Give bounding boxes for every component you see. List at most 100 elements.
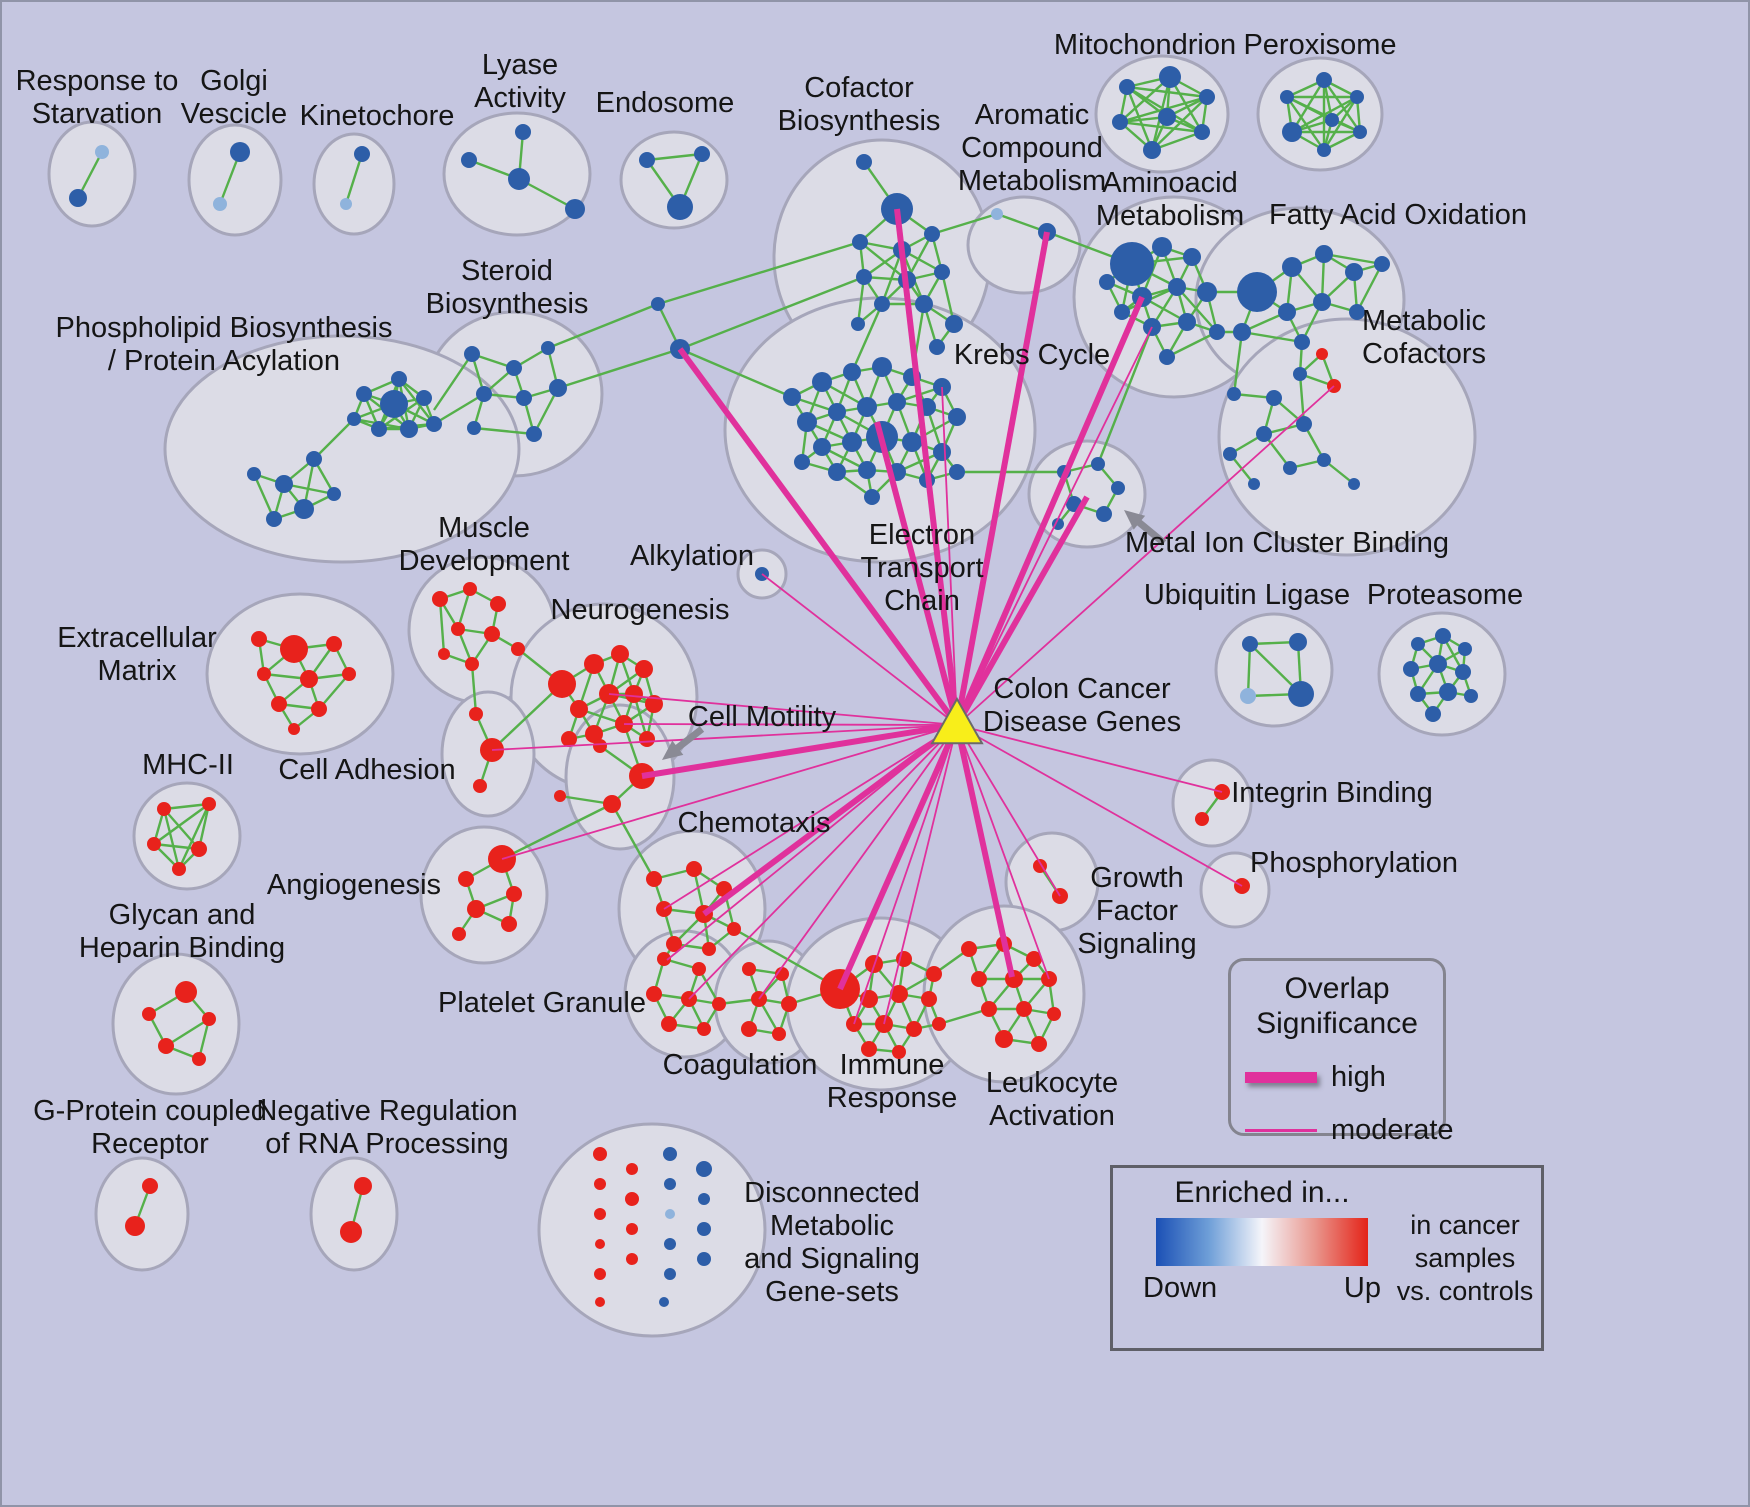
gene-set-node: [858, 461, 876, 479]
inter-cluster-edge: [433, 392, 485, 426]
gene-set-node: [1316, 72, 1332, 88]
up-label: Up: [1343, 1272, 1381, 1304]
significance-edge-high: [874, 421, 960, 726]
gene-set-node: [142, 1178, 158, 1194]
significance-edge-moderate: [608, 693, 958, 726]
significance-edge-moderate: [956, 326, 1153, 726]
cluster-label-peroxisome: Peroxisome: [1243, 29, 1396, 61]
gene-set-node: [271, 696, 287, 712]
gene-set-node: [548, 670, 576, 698]
gene-set-node: [354, 146, 370, 162]
inter-cluster-edge: [1096, 326, 1154, 465]
gene-set-node: [391, 371, 407, 387]
cluster-ellipse-response-to-starvation: [47, 120, 137, 228]
cluster-label-response-to-starvation: Starvation: [32, 98, 163, 130]
cluster-label-disconnected-metabolic-and-signaling-gene-sets: Metabolic: [770, 1210, 894, 1242]
gene-set-node: [1455, 664, 1471, 680]
gene-set-node: [1294, 334, 1310, 350]
gene-set-node: [1349, 304, 1365, 320]
gene-set-node: [511, 642, 525, 656]
gene-set-node: [594, 1268, 606, 1280]
gene-set-node: [593, 739, 607, 753]
gene-set-node: [1223, 447, 1237, 461]
significance-edge-moderate: [623, 723, 958, 726]
gene-set-node: [933, 443, 951, 461]
gene-set-node: [1316, 348, 1328, 360]
significance-edge-moderate: [501, 724, 958, 860]
cluster-edge: [1119, 120, 1203, 134]
significance-edge-moderate: [883, 724, 958, 1025]
gene-set-node: [1293, 367, 1307, 381]
cluster-edge: [1119, 76, 1171, 123]
cluster-ellipse-negative-regulation-of-rna-processing: [309, 1156, 399, 1272]
layer-inter: [433, 212, 1304, 1026]
gene-set-node: [1350, 90, 1364, 104]
cluster-edge: [163, 808, 200, 850]
gene-set-node: [666, 936, 682, 952]
gene-set-node: [902, 432, 922, 452]
gene-set-node: [463, 582, 477, 596]
gene-set-node: [1435, 628, 1451, 644]
cluster-label-platelet-granule: Platelet Granule: [438, 987, 646, 1019]
gene-set-node: [342, 667, 356, 681]
inter-cluster-edge: [931, 212, 998, 236]
significance-edge-moderate: [941, 386, 958, 726]
gene-set-node: [852, 234, 868, 250]
gene-set-node: [635, 660, 653, 678]
cluster-label-mhc-ii: MHC-II: [142, 749, 234, 781]
gene-set-node: [851, 317, 865, 331]
gene-set-node: [340, 1221, 362, 1243]
cluster-label-metal-ion-cluster-binding: Metal Ion Cluster Binding: [1125, 527, 1449, 559]
gene-set-node: [1209, 324, 1225, 340]
significance-edge-high: [894, 208, 960, 726]
gene-set-node: [266, 511, 282, 527]
gene-set-node: [1119, 79, 1135, 95]
cluster-label-neurogenesis: Neurogenesis: [551, 594, 730, 626]
gene-set-node: [1168, 278, 1186, 296]
cluster-label-aromatic-compound-metabolism: Aromatic: [975, 99, 1089, 131]
gene-set-node: [326, 636, 342, 652]
gene-set-node: [1325, 113, 1339, 127]
gene-set-node: [157, 802, 171, 816]
gene-set-node: [1256, 426, 1272, 442]
cluster-label-lyase-activity: Lyase: [482, 49, 558, 81]
cluster-edge: [162, 808, 181, 870]
cluster-label-alkylation: Alkylation: [630, 540, 754, 572]
cluster-label-electron-transport-chain: Chain: [884, 585, 960, 617]
gene-set-node: [1242, 636, 1258, 652]
cluster-label-electron-transport-chain: Electron: [869, 519, 975, 551]
significance-edge-moderate: [491, 724, 958, 751]
gene-set-node: [742, 962, 756, 976]
cluster-label-proteasome: Proteasome: [1367, 579, 1523, 611]
gene-set-node: [526, 426, 542, 442]
cluster-label-leukocyte-activation: Leukocyte: [986, 1067, 1118, 1099]
gene-set-node: [1026, 951, 1042, 967]
gene-set-node: [864, 489, 880, 505]
cluster-edge: [1355, 263, 1384, 313]
gene-set-node: [1016, 1001, 1032, 1017]
gene-set-node: [595, 1239, 605, 1249]
cluster-label-growth-factor-signaling: Signaling: [1077, 928, 1196, 960]
cluster-edge: [646, 152, 703, 162]
cluster-edge: [1290, 79, 1326, 133]
gene-set-node: [458, 871, 474, 887]
gene-set-node: [432, 591, 448, 607]
layer-over: [662, 510, 1167, 760]
gene-set-node: [595, 1297, 605, 1307]
cluster-edge: [344, 153, 364, 205]
gene-set-node: [1315, 245, 1333, 263]
gene-set-node: [561, 731, 577, 747]
gene-set-node: [1183, 248, 1201, 266]
gene-set-node: [175, 981, 197, 1003]
inter-cluster-edge: [470, 663, 478, 715]
gene-set-node: [484, 626, 500, 642]
gene-set-node: [158, 1038, 174, 1054]
cluster-label-endosome: Endosome: [596, 87, 735, 119]
gene-set-node: [915, 295, 933, 313]
legend-enriched-in: Enriched in... Down Up in cancer samples…: [1110, 1165, 1544, 1351]
gene-set-node: [651, 297, 665, 311]
gene-set-node: [1317, 453, 1331, 467]
cluster-label-growth-factor-signaling: Growth: [1090, 862, 1183, 894]
gene-set-node: [1112, 114, 1128, 130]
cluster-label-golgi-vescicle: Golgi: [200, 65, 268, 97]
